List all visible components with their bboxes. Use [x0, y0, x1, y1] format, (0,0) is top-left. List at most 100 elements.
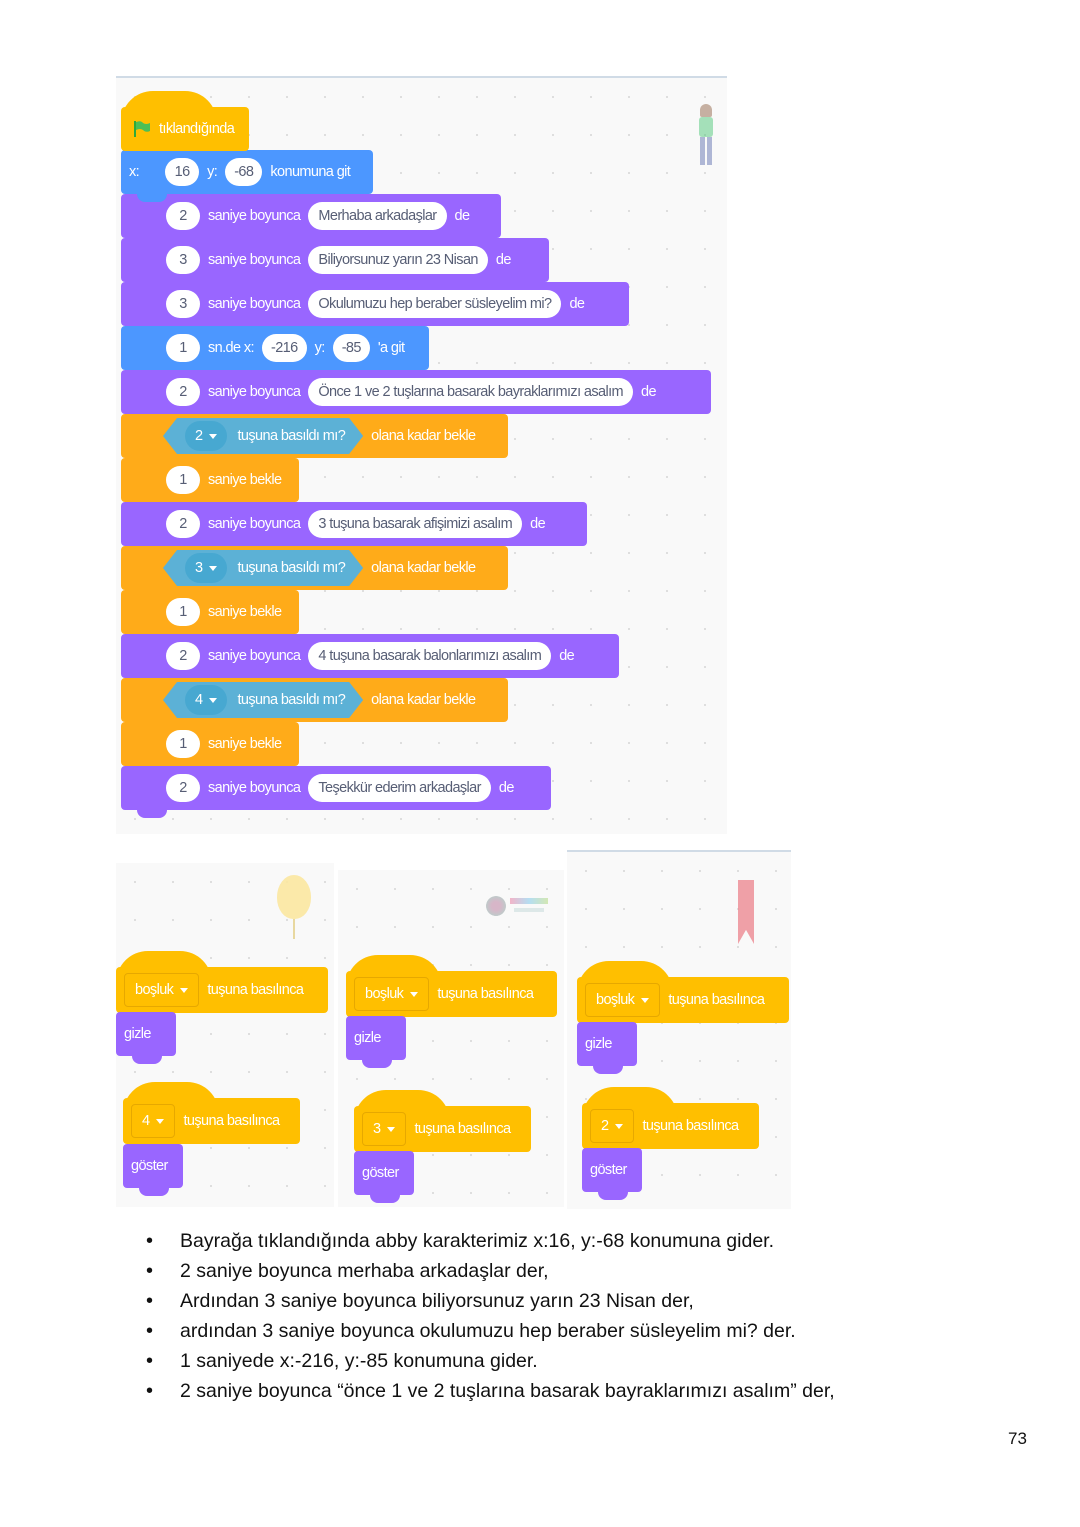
block-label: gizle — [585, 1036, 612, 1052]
key-dropdown[interactable]: 3 — [362, 1112, 407, 1146]
y-label: y: — [314, 340, 326, 356]
message-input[interactable]: Merhaba arkadaşlar — [308, 202, 447, 230]
key-dropdown[interactable]: boşluk — [585, 983, 661, 1017]
block-label: sn.de x: — [208, 340, 255, 356]
key-dropdown[interactable]: 2 — [590, 1109, 635, 1143]
key-dropdown[interactable]: 4 — [131, 1104, 176, 1138]
when-key-pressed-hat[interactable]: boşluk tuşuna basılınca — [346, 955, 557, 1017]
wait-secs-block[interactable]: 1 saniye bekle — [121, 458, 299, 510]
caret-down-icon — [156, 1118, 165, 1124]
say-for-secs-block[interactable]: 2 saniye boyunca Teşekkür ederim arkadaş… — [121, 766, 551, 818]
poster-sprite-icon — [486, 894, 550, 920]
key-dropdown[interactable]: boşluk — [354, 977, 430, 1011]
when-key-pressed-hat[interactable]: 3 tuşuna basılınca — [354, 1090, 531, 1152]
message-input[interactable]: 4 tuşuna basarak balonlarımızı asalım — [308, 642, 552, 670]
hat-label: tuşuna basılınca — [437, 986, 534, 1002]
say-for-secs-block[interactable]: 2 saniye boyunca 4 tuşuna basarak balonl… — [121, 634, 619, 686]
secs-input[interactable]: 1 — [166, 466, 200, 494]
secs-input[interactable]: 1 — [166, 334, 200, 362]
secs-input[interactable]: 1 — [166, 730, 200, 758]
block-suffix: de — [641, 384, 657, 400]
message-input[interactable]: Biliyorsunuz yarın 23 Nisan — [308, 246, 488, 274]
y-input[interactable]: -85 — [332, 334, 370, 362]
when-key-pressed-hat[interactable]: boşluk tuşuna basılınca — [116, 951, 328, 1013]
when-key-pressed-hat[interactable]: 2 tuşuna basılınca — [582, 1087, 759, 1149]
wait-until-block[interactable]: 3 tuşuna basıldı mı? olana kadar bekle — [121, 546, 508, 598]
message-input[interactable]: Okulumuzu hep beraber süsleyelim mi? — [308, 290, 562, 318]
hat-label: tuşuna basılınca — [414, 1121, 511, 1137]
hide-block[interactable]: gizle — [346, 1016, 406, 1068]
key-value: 4 — [142, 1113, 150, 1129]
hat-label: tuşuna basılınca — [207, 982, 304, 998]
secs-input[interactable]: 2 — [166, 510, 200, 538]
when-key-pressed-hat[interactable]: boşluk tuşuna basılınca — [577, 961, 789, 1023]
x-input[interactable]: -216 — [261, 334, 307, 362]
hat-label: tıklandığında — [159, 121, 235, 137]
flag-banner-sprite-icon — [738, 880, 754, 944]
key-pressed-condition[interactable]: 4 tuşuna basıldı mı? — [163, 682, 363, 718]
caret-down-icon — [387, 1126, 396, 1132]
key-dropdown[interactable]: boşluk — [124, 973, 200, 1007]
key-pressed-condition[interactable]: 2 tuşuna basıldı mı? — [163, 418, 363, 454]
block-label: saniye bekle — [208, 472, 282, 488]
hide-block[interactable]: gizle — [116, 1012, 176, 1064]
condition-label: tuşuna basıldı mı? — [237, 428, 346, 444]
when-flag-clicked-hat[interactable]: tıklandığında — [121, 91, 249, 151]
key-pressed-condition[interactable]: 3 tuşuna basıldı mı? — [163, 550, 363, 586]
when-key-pressed-hat[interactable]: 4 tuşuna basılınca — [123, 1082, 300, 1144]
block-suffix: de — [559, 648, 575, 664]
show-block[interactable]: göster — [354, 1151, 414, 1203]
hide-block[interactable]: gizle — [577, 1022, 637, 1074]
caret-down-icon — [641, 997, 650, 1003]
block-suffix: olana kadar bekle — [371, 428, 476, 444]
list-item: 2 saniye boyunca “önce 1 ve 2 tuşlarına … — [146, 1376, 835, 1406]
wait-until-block[interactable]: 4 tuşuna basıldı mı? olana kadar bekle — [121, 678, 508, 730]
show-block[interactable]: göster — [582, 1148, 642, 1200]
x-input[interactable]: 16 — [165, 158, 200, 186]
say-for-secs-block[interactable]: 2 saniye boyunca Önce 1 ve 2 tuşlarına b… — [121, 370, 711, 422]
block-suffix: de — [495, 252, 512, 268]
say-for-secs-block[interactable]: 3 saniye boyunca Biliyorsunuz yarın 23 N… — [121, 238, 549, 290]
caret-down-icon — [209, 434, 217, 439]
key-value: 2 — [195, 428, 203, 444]
caret-down-icon — [410, 991, 419, 997]
say-for-secs-block[interactable]: 2 saniye boyunca Merhaba arkadaşlar de — [121, 194, 501, 246]
balloon-string-icon — [293, 919, 295, 939]
secs-input[interactable]: 1 — [166, 598, 200, 626]
say-for-secs-block[interactable]: 3 saniye boyunca Okulumuzu hep beraber s… — [121, 282, 629, 334]
message-input[interactable]: Önce 1 ve 2 tuşlarına basarak bayrakları… — [308, 378, 634, 406]
key-dropdown[interactable]: 4 — [185, 685, 227, 715]
block-suffix: olana kadar bekle — [371, 692, 476, 708]
key-value: 4 — [195, 692, 203, 708]
list-item: Ardından 3 saniye boyunca biliyorsunuz y… — [146, 1286, 835, 1316]
abby-sprite-icon — [694, 104, 718, 170]
block-suffix: de — [498, 780, 515, 796]
y-input[interactable]: -68 — [225, 158, 263, 186]
show-block[interactable]: göster — [123, 1144, 183, 1196]
balloon-sprite-icon — [277, 875, 311, 919]
block-suffix: de — [530, 516, 546, 532]
hat-label: tuşuna basılınca — [183, 1113, 280, 1129]
secs-input[interactable]: 2 — [166, 774, 200, 802]
secs-input[interactable]: 3 — [166, 290, 200, 318]
secs-input[interactable]: 2 — [166, 642, 200, 670]
page-number: 73 — [1008, 1429, 1027, 1448]
message-input[interactable]: 3 tuşuna basarak afişimizi asalım — [308, 510, 523, 538]
secs-input[interactable]: 2 — [166, 202, 200, 230]
go-to-xy-block[interactable]: x: 16 y: -68 konumuna git — [121, 150, 373, 202]
wait-secs-block[interactable]: 1 saniye bekle — [121, 590, 299, 642]
key-dropdown[interactable]: 2 — [185, 421, 227, 451]
caret-down-icon — [615, 1123, 624, 1129]
script-area-poster: boşluk tuşuna basılınca gizle 3 tuşuna b… — [338, 870, 564, 1207]
secs-input[interactable]: 2 — [166, 378, 200, 406]
say-for-secs-block[interactable]: 2 saniye boyunca 3 tuşuna basarak afişim… — [121, 502, 587, 554]
secs-input[interactable]: 3 — [166, 246, 200, 274]
green-flag-icon — [133, 120, 151, 138]
key-value: 2 — [601, 1118, 609, 1134]
key-dropdown[interactable]: 3 — [185, 553, 227, 583]
key-value: 3 — [373, 1121, 381, 1137]
wait-secs-block[interactable]: 1 saniye bekle — [121, 722, 299, 774]
wait-until-block[interactable]: 2 tuşuna basıldı mı? olana kadar bekle — [121, 414, 508, 466]
message-input[interactable]: Teşekkür ederim arkadaşlar — [308, 774, 491, 802]
glide-to-xy-block[interactable]: 1 sn.de x: -216 y: -85 'a git — [121, 326, 429, 378]
